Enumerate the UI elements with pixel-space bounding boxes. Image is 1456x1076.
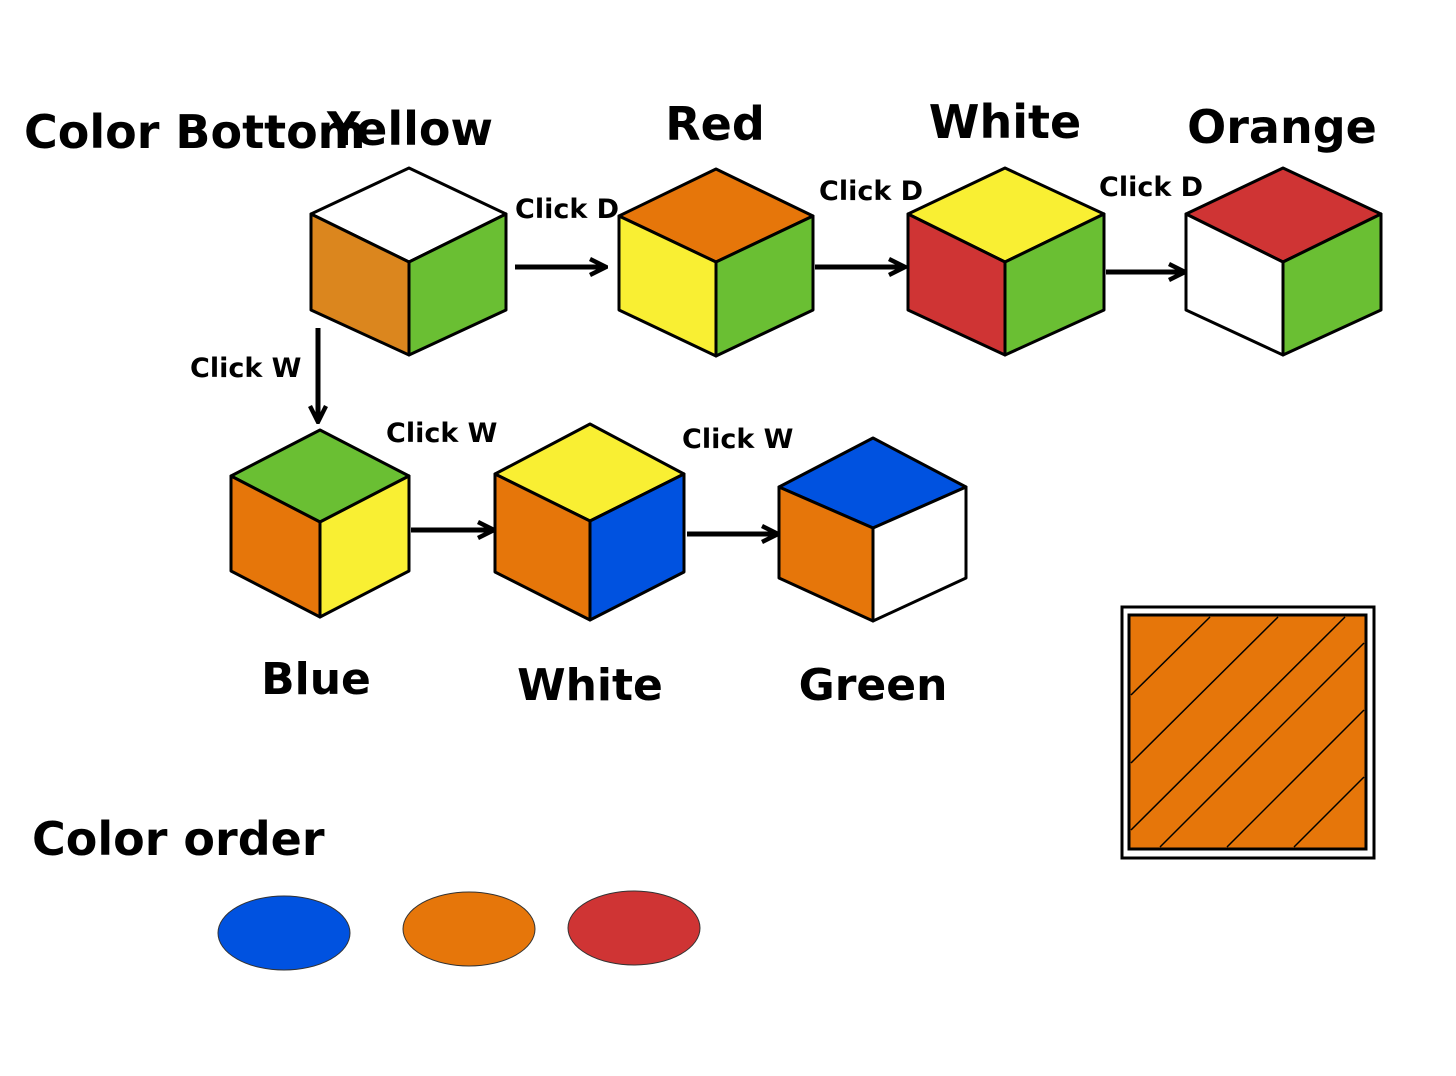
order-dot-orange xyxy=(402,891,536,967)
cube-w1 xyxy=(229,428,411,619)
color-order-heading: Color order xyxy=(32,812,325,866)
label-red: Red xyxy=(665,97,765,151)
cube-start xyxy=(309,166,508,357)
label-white-bottom: White xyxy=(517,660,663,711)
cube-w2-right xyxy=(588,472,686,622)
cube-d1-right xyxy=(714,214,815,358)
label-click-w-3: Click W xyxy=(682,424,793,455)
order-dot-blue xyxy=(217,895,351,971)
cube-w1-right xyxy=(318,474,411,619)
label-click-w-1: Click W xyxy=(190,353,301,384)
label-green: Green xyxy=(799,660,948,711)
label-click-d-2: Click D xyxy=(819,176,923,207)
cube-d1 xyxy=(617,167,815,358)
label-orange: Orange xyxy=(1187,100,1377,154)
cube-w3 xyxy=(777,436,968,623)
color-bottom-heading: Color Bottom xyxy=(24,105,366,159)
label-white-top: White xyxy=(929,95,1081,149)
label-yellow: Yellow xyxy=(326,102,493,156)
panel-stripes xyxy=(1130,616,1365,848)
label-click-d-1: Click D xyxy=(515,194,619,225)
cube-d3 xyxy=(1184,166,1383,357)
label-blue: Blue xyxy=(261,654,371,705)
label-click-d-3: Click D xyxy=(1099,172,1203,203)
cube-w3-right xyxy=(871,485,968,623)
cube-start-right xyxy=(407,212,508,357)
cube-d2-right xyxy=(1003,212,1106,357)
order-dot-red xyxy=(567,890,701,966)
label-click-w-2: Click W xyxy=(386,418,497,449)
cube-d3-right xyxy=(1281,212,1383,357)
cube-w2 xyxy=(493,422,686,622)
orange-panel xyxy=(1120,605,1376,860)
cube-d2 xyxy=(906,166,1106,357)
